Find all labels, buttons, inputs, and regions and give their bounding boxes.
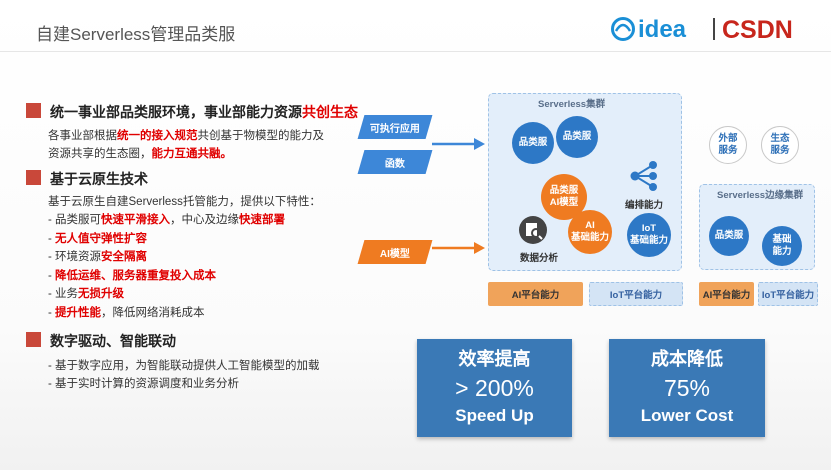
orchestrate-icon [630,161,657,191]
header-divider [0,51,831,52]
data-analysis-label: 数据分析 [520,253,559,264]
highlight-text: 能力互通共融。 [151,148,233,160]
text-line: - 降低运维、服务器重复投入成本 [48,267,285,286]
highlight-text: 无损升级 [78,288,125,300]
text-line: 各事业部根据统一的接入规范共创基于物模型的能力及 [48,127,324,145]
section-1-title-highlight: 共创生态 [302,104,358,120]
body-text: ，降低网络消耗成本 [101,306,205,319]
kpi-efficiency-subtitle: Speed Up [455,406,534,425]
highlight-text: 无人值守弹性扩容 [55,232,148,245]
midea-csdn-logo: idea CSDN [611,16,793,44]
node-iot-base-capability: IoT 基础能力 [627,213,671,257]
section-1-title-text: 统一事业部品类服环境，事业部能力资源 [50,104,302,120]
highlight-text: 提升性能 [55,306,102,319]
cap-iot-platform: IoT平台能力 [589,282,683,306]
body-text: - 业务 [48,288,79,300]
list-item: - 基于数字应用，为智能联动提供人工智能模型的加载 [48,360,320,372]
body-text: - [48,269,56,282]
section-3-marker [26,332,41,347]
body-text: 共创基于物模型的能力及 [197,130,325,142]
highlight-text: 安全隔离 [101,251,148,263]
body-text: - 环境资源 [48,251,102,263]
arrow-right-icon [432,242,485,254]
cap-edge-iot-platform: IoT平台能力 [758,282,818,306]
section-1-marker [26,103,41,118]
text-line: - 品类服可快速平滑接入，中心及边缘快速部署 [48,211,285,230]
body-text: - [48,306,56,319]
input-function: 函数 [357,150,433,174]
text-line: - 无人值守弹性扩容 [48,230,285,249]
section-2-title: 基于云原生技术 [50,171,148,187]
node-external-service: 外部 服务 [709,126,747,164]
node-category-service-1: 品类服 [512,122,554,164]
edge-node-category-service: 品类服 [709,216,749,256]
body-text: - 品类服可 [48,214,102,226]
kpi-cost-title: 成本降低 [651,349,723,369]
text-line: - 业务无损升级 [48,285,285,304]
node-ai-base-capability: AI 基础能力 [568,210,612,254]
midea-logo-icon [611,17,635,41]
body-text: ，中心及边缘 [170,214,240,226]
highlight-text: 快速平滑接入 [101,214,171,226]
highlight-text: 统一的接入规范 [117,130,198,142]
node-ecosystem-service: 生态 服务 [761,126,799,164]
section-3-title: 数字驱动、智能联动 [50,333,176,349]
orchestrate-label: 编排能力 [625,200,664,211]
kpi-cost: 成本降低 75% Lower Cost [609,339,765,437]
edge-node-base-capability: 基础 能力 [762,226,802,266]
serverless-cluster-label: Serverless集群 [538,99,606,110]
input-arrows [432,138,485,254]
arrow-right-icon [432,138,485,150]
list-item: - 基于实时计算的资源调度和业务分析 [48,378,240,390]
cap-edge-ai-platform: AI平台能力 [699,282,754,306]
kpi-efficiency-value: > 200% [455,375,534,401]
page-title: 自建Serverless管理品类服 [36,25,236,44]
section-1-title: 统一事业部品类服环境，事业部能力资源共创生态 [50,102,358,122]
input-ai-model: AI模型 [357,240,433,264]
section-1-body: 各事业部根据统一的接入规范共创基于物模型的能力及资源共享的生态圈，能力互通共融。 [48,127,324,163]
section-2-marker [26,170,41,185]
brand-logos: idea CSDN [610,12,815,46]
text-line: 资源共享的生态圈，能力互通共融。 [48,145,324,163]
svg-text:idea: idea [638,16,687,43]
text-line: - 提升性能，降低网络消耗成本 [48,304,285,323]
section-2-list: - 品类服可快速平滑接入，中心及边缘快速部署- 无人值守弹性扩容- 环境资源安全… [48,211,285,322]
text-line: - 环境资源安全隔离 [48,248,285,267]
section-3-list: - 基于数字应用，为智能联动提供人工智能模型的加载 - 基于实时计算的资源调度和业… [48,357,320,393]
kpi-cost-subtitle: Lower Cost [640,406,734,425]
section-2-intro: 基于云原生自建Serverless托管能力，提供以下特性： [48,196,321,208]
edge-cluster-label: Serverless边缘集群 [717,190,804,201]
kpi-efficiency: 效率提高 > 200% Speed Up [417,339,572,437]
svg-text:CSDN: CSDN [722,16,793,44]
kpi-efficiency-title: 效率提高 [458,349,531,369]
highlight-text: 快速部署 [239,214,286,226]
body-text: - [48,232,56,245]
data-analysis-icon [519,216,547,244]
kpi-cost-value: 75% [663,375,711,401]
node-category-service-2: 品类服 [556,116,598,158]
body-text: 各事业部根据 [48,130,117,142]
cap-ai-platform: AI平台能力 [488,282,583,306]
body-text: 资源共享的生态圈， [48,148,152,160]
input-executable-app: 可执行应用 [357,115,433,139]
highlight-text: 降低运维、服务器重复投入成本 [55,269,217,282]
